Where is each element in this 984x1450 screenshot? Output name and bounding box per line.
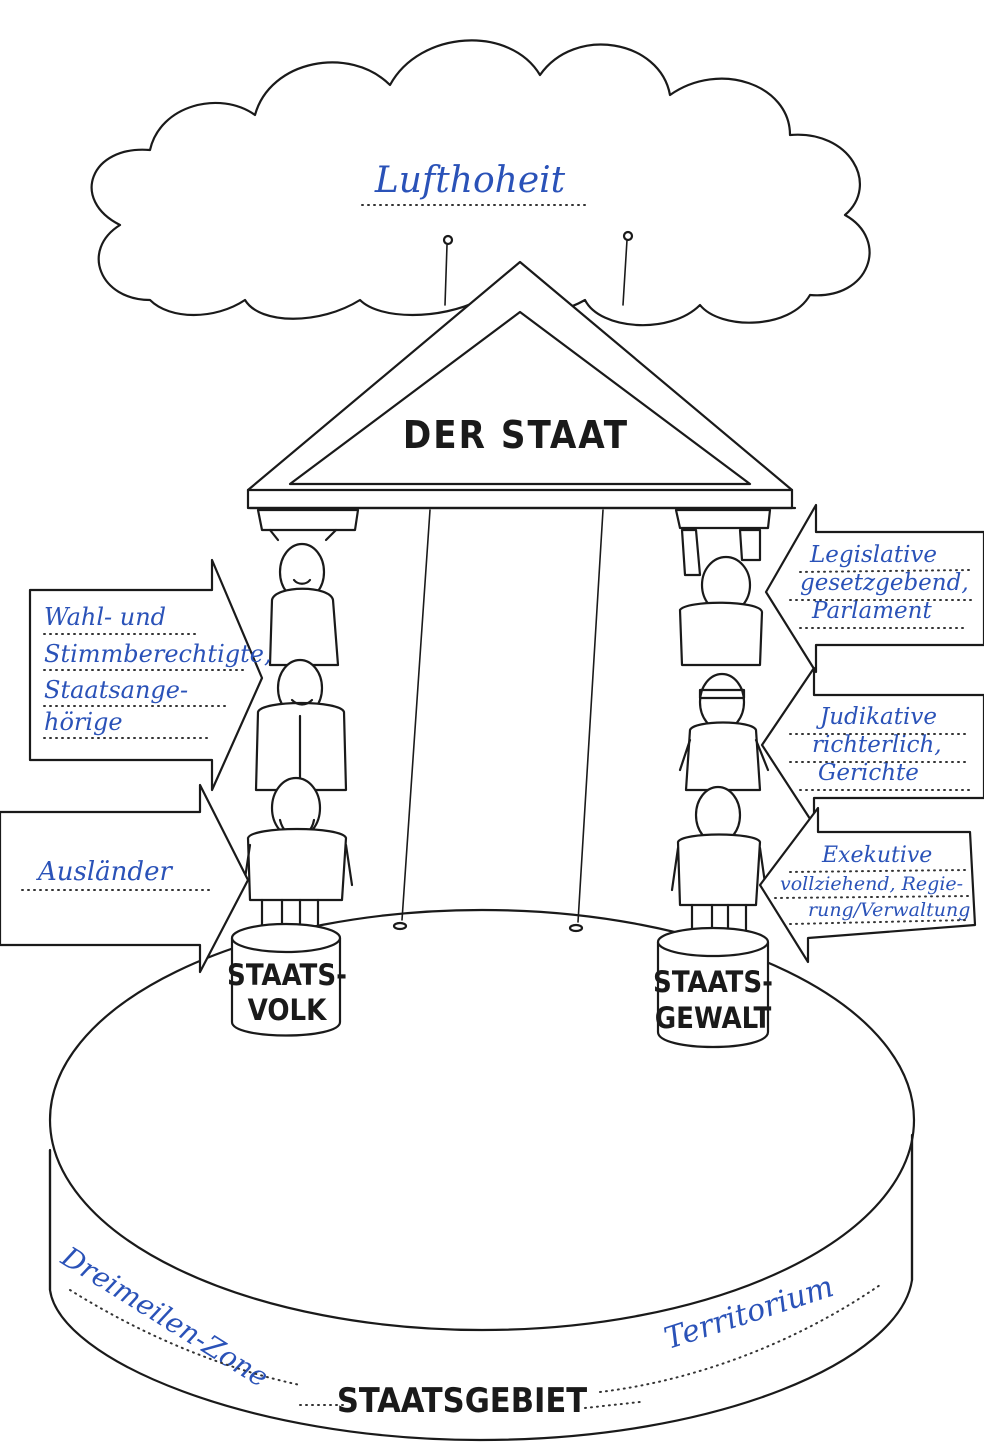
left-arrow-citizens-line1: Wahl- und (44, 603, 166, 631)
left-pillar-figures (242, 528, 354, 937)
right-arrow-judicative: Judikative richterlich, Gerichte (760, 666, 984, 827)
right-arrow-executive: Exekutive vollziehend, Regie- rung/Verwa… (758, 806, 977, 964)
temple: DER STAAT (246, 260, 797, 933)
right-arrow-legislative-line1: Legislative (809, 542, 937, 568)
left-arrow-foreigners-line1: Ausländer (36, 857, 173, 887)
right-arrow-judicative-line3: Gerichte (818, 760, 919, 786)
right-arrow-executive-line2: vollziehend, Regie- (780, 873, 963, 895)
right-arrow-legislative-line2: gesetzgebend, (800, 570, 969, 596)
cloud-label: Lufthoheit (374, 160, 566, 201)
base-disc: STAATSGEBIET Dreimeilen-Zone Territorium (48, 908, 916, 1442)
left-arrow-citizens: Wahl- und Stimmberechtigte, Staatsange- … (28, 558, 272, 792)
right-arrow-judicative-line2: richterlich, (812, 732, 942, 758)
left-arrow-foreigners: Ausländer (0, 783, 250, 974)
building-label: DER STAAT (403, 413, 629, 457)
cloud: Lufthoheit (90, 39, 871, 327)
left-pedestal: STAATS- VOLK (227, 922, 347, 1037)
left-arrow-citizens-line2: Stimmberechtigte, (44, 640, 272, 668)
right-arrow-legislative-line3: Parlament (811, 598, 932, 624)
right-pedestal: STAATS- GEWALT (653, 926, 773, 1049)
left-arrow-citizens-line4: hörige (44, 708, 123, 736)
base-label: STAATSGEBIET (337, 1381, 587, 1421)
right-arrow-executive-line1: Exekutive (821, 843, 932, 868)
right-pillar-figures (670, 528, 770, 942)
right-arrow-legislative: Legislative gesetzgebend, Parlament (764, 503, 984, 674)
left-pedestal-line2: VOLK (248, 993, 328, 1027)
right-pedestal-line1: STAATS- (653, 965, 773, 999)
roof-masts (442, 230, 634, 306)
right-arrow-judicative-line1: Judikative (816, 704, 937, 730)
right-arrow-executive-line3: rung/Verwaltung (808, 899, 970, 921)
left-arrow-citizens-line3: Staatsange- (44, 676, 188, 704)
right-pedestal-line2: GEWALT (655, 1001, 772, 1035)
left-pedestal-line1: STAATS- (227, 958, 347, 992)
